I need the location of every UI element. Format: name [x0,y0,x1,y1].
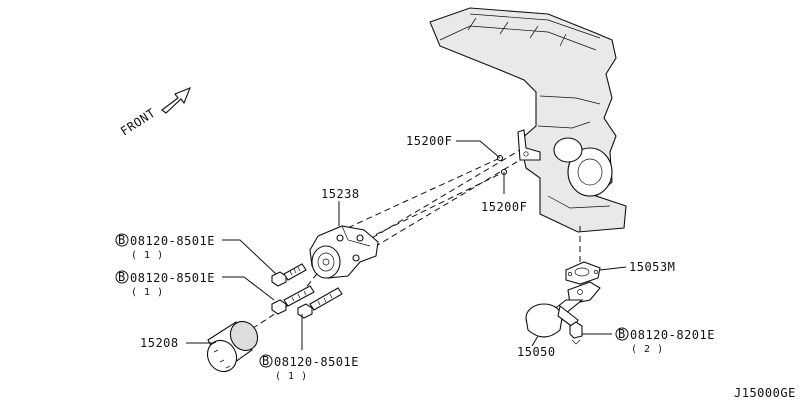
bolt-symbol-icon [259,354,273,368]
callout-15053M: 15053M [629,260,675,274]
bolt-symbol-icon [115,270,129,284]
front-arrow: FRONT [118,87,191,139]
bolt-symbol-icon [615,327,629,341]
callout-bolt-1: B 08120-8501E ( 1 ) [115,233,215,261]
callout-bolt-3: B 08120-8501E ( 1 ) [259,354,359,382]
assembly-lines [243,149,581,335]
oil-filter [206,320,259,373]
part-number: 08120-8501E [130,234,215,248]
part-number: 15208 [140,336,179,350]
part-number: 15200F [481,200,527,214]
figure-id: J15000GE [734,386,796,400]
callout-15208: 15208 [140,336,179,350]
bolt-symbol-icon [115,233,129,247]
strainer-bolt [569,321,583,345]
part-number: 08120-8201E [630,328,715,342]
part-number: 15050 [517,345,556,359]
oil-strainer [525,281,601,338]
quantity: ( 1 ) [131,287,164,298]
leader-lines [186,140,627,350]
bracket-bolt-2 [271,285,315,315]
callout-bolt-2: B 08120-8501E ( 1 ) [115,270,215,298]
callout-15050: 15050 [517,345,556,359]
bolt-symbol: B [262,354,270,368]
part-number: 08120-8501E [130,271,215,285]
quantity: ( 2 ) [631,344,664,355]
bolt-symbol: B [118,233,126,247]
engine-block [429,7,627,233]
part-number: 08120-8501E [274,355,359,369]
callout-15200F-bottom: 15200F [481,200,527,214]
callout-bolt-4: B 08120-8201E ( 2 ) [615,327,715,355]
quantity: ( 1 ) [275,371,308,382]
strainer-gasket [565,261,601,285]
part-number: 15238 [321,187,360,201]
quantity: ( 1 ) [131,250,164,261]
callout-15238: 15238 [321,187,360,201]
bolt-symbol: B [618,327,626,341]
oil-filter-bracket [309,225,379,279]
callout-15200F-top: 15200F [406,134,452,148]
front-label: FRONT [118,106,158,139]
part-number: 15053M [629,260,675,274]
bracket-bolt-1 [271,263,307,287]
bracket-bolt-3 [297,287,343,319]
bolt-symbol: B [118,270,126,284]
part-number: 15200F [406,134,452,148]
